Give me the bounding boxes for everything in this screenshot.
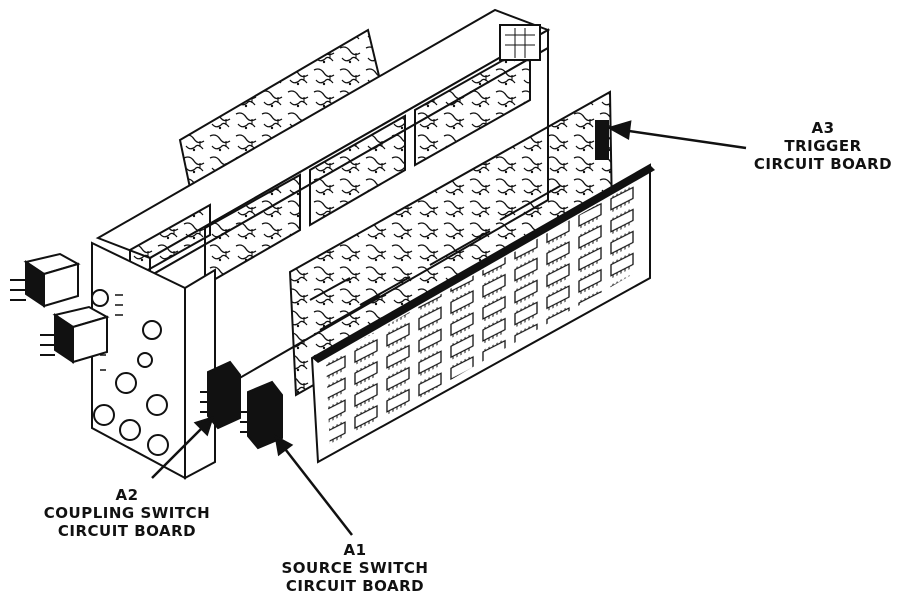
a1-line1: SOURCE SWITCH	[281, 559, 429, 577]
a3-line2: CIRCUIT BOARD	[753, 155, 893, 173]
a2-line1: COUPLING SWITCH	[43, 504, 211, 522]
chassis-frame	[95, 8, 551, 400]
a2-line2: CIRCUIT BOARD	[57, 522, 197, 540]
leader-arrows	[151, 120, 747, 536]
loose-switch-block-lower	[40, 305, 110, 364]
a2-arrowhead	[193, 416, 214, 437]
a1-arrowhead	[274, 434, 294, 457]
a1-ref: A1	[343, 541, 367, 559]
a3-line1: TRIGGER	[784, 137, 862, 155]
a1-line2: CIRCUIT BOARD	[285, 577, 425, 595]
a3-trigger-board	[288, 90, 614, 397]
a3-arrowhead	[606, 120, 632, 140]
loose-switch-block-upper	[10, 252, 81, 308]
a2-leader-line	[151, 424, 206, 479]
a3-ref: A3	[811, 119, 835, 137]
a2-callout-label: A2 COUPLING SWITCH CIRCUIT BOARD	[12, 486, 242, 540]
main-component-board	[310, 163, 655, 464]
a3-callout-label: A3 TRIGGER CIRCUIT BOARD	[748, 119, 898, 173]
a1-callout-label: A1 SOURCE SWITCH CIRCUIT BOARD	[255, 541, 455, 595]
a1-leader-line	[281, 444, 353, 536]
a3-leader-line	[621, 128, 747, 150]
a2-coupling-switch-module	[200, 360, 241, 430]
front-panel	[91, 241, 216, 480]
a1-source-switch-module	[240, 380, 283, 450]
a2-ref: A2	[115, 486, 139, 504]
